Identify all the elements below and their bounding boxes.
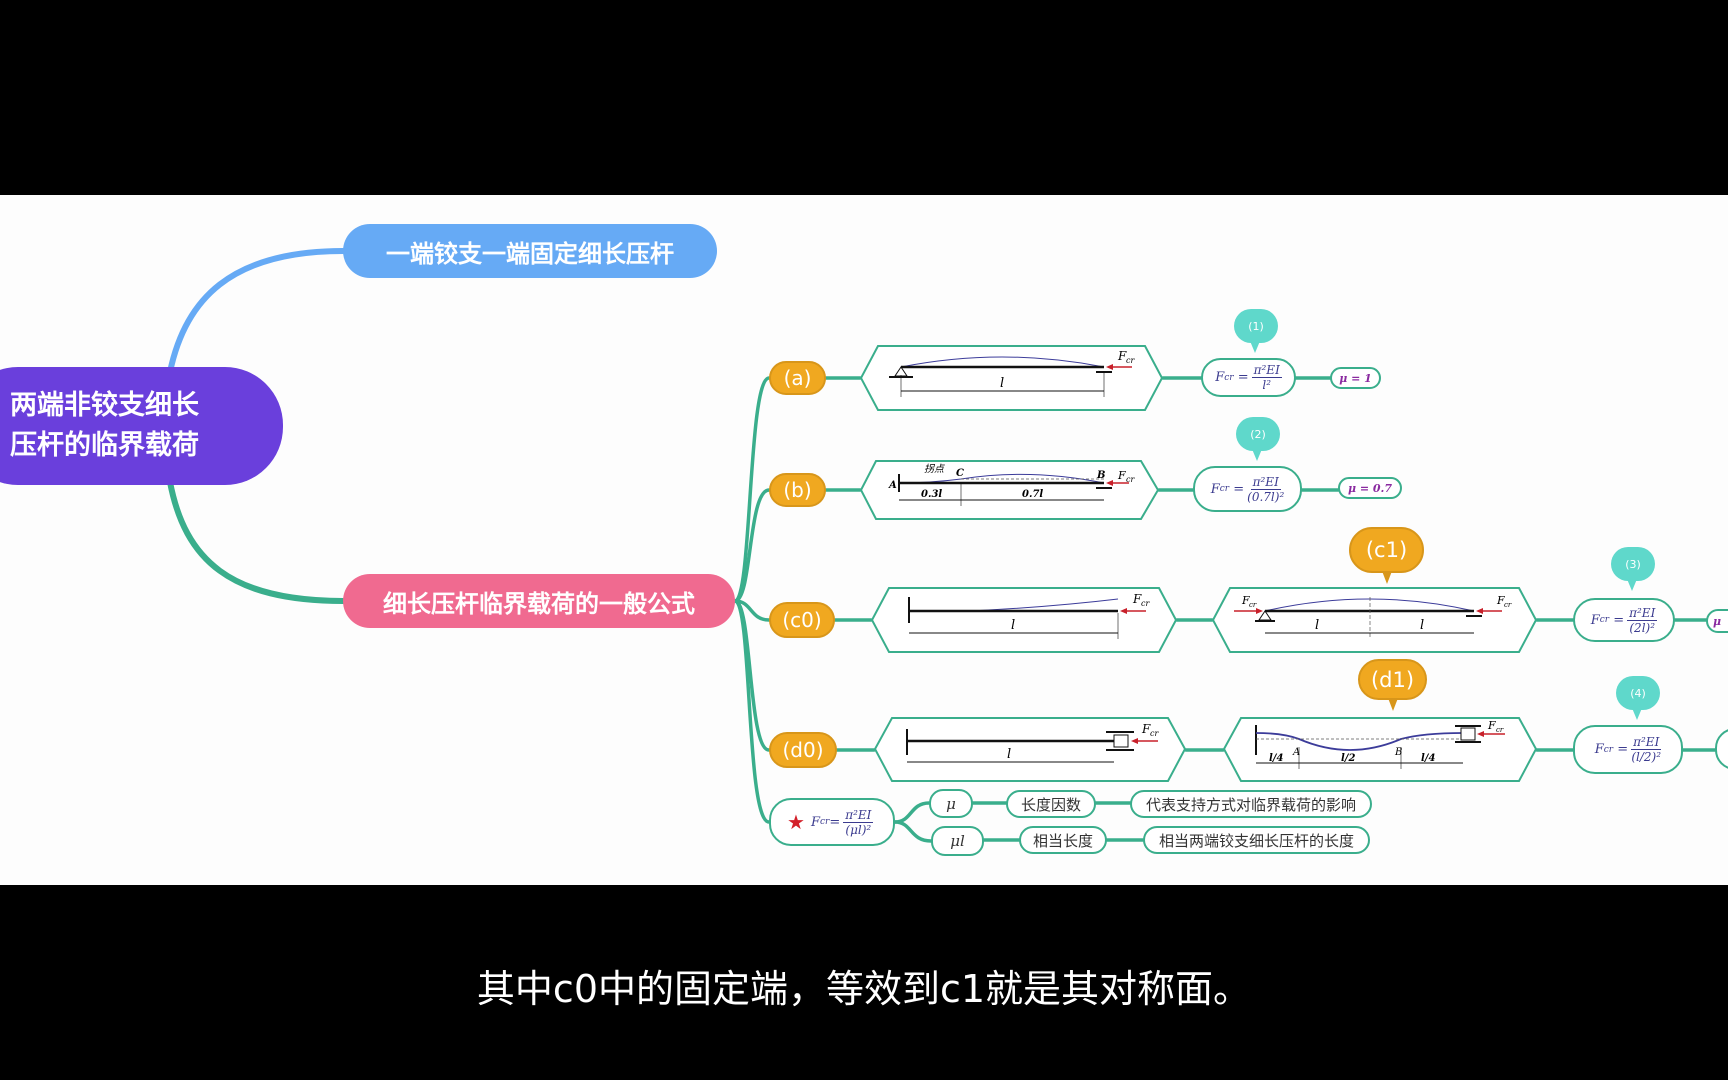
length-label: l — [1000, 376, 1004, 391]
diagram-a-pinned-pinned[interactable]: l F cr — [859, 345, 1164, 411]
root-topic[interactable]: 两端非铰支细长 压杆的临界载荷 — [0, 367, 283, 485]
length-label-left: l — [1315, 618, 1319, 633]
length-label-right: l — [1420, 618, 1424, 633]
force-sub: cr — [1126, 356, 1135, 365]
mu-b[interactable]: μ = 0.7 — [1338, 477, 1402, 499]
formula-lhs-sub: cr — [1224, 372, 1234, 383]
formula-eq: = — [1613, 612, 1625, 628]
video-subtitle: 其中c0中的固定端，等效到c1就是其对称面。 — [476, 967, 1252, 1011]
force-sub: cr — [1126, 475, 1135, 484]
bubble-4[interactable]: (4) — [1616, 676, 1660, 720]
root-line-2: 压杆的临界载荷 — [10, 430, 199, 461]
diagram-b-fixed-pinned[interactable]: A 拐点 C B 0.3l 0.7l F cr — [859, 460, 1160, 520]
dim-l4-left: l/4 — [1269, 753, 1283, 764]
diagram-d1-symmetric[interactable]: A B l/4 l/2 l/4 F cr — [1222, 717, 1538, 782]
label-c1[interactable]: (c1) — [1349, 527, 1424, 584]
formula-numerator: π²EI — [1251, 363, 1282, 378]
dim-03l: 0.3l — [921, 489, 942, 500]
formula-lhs-sub: cr — [1219, 484, 1230, 494]
formula-numerator: π²EI — [1631, 735, 1662, 750]
formula-lhs-sub: cr — [1599, 615, 1610, 625]
diagram-c1-symmetric[interactable]: l l F cr F cr — [1211, 587, 1538, 653]
bubble-1[interactable]: (1) — [1234, 309, 1278, 353]
force-sub: cr — [1496, 726, 1504, 734]
force-sub-right: cr — [1504, 601, 1512, 609]
formula-lhs-sub: cr — [1603, 744, 1614, 755]
label-a[interactable]: (a) — [769, 361, 826, 395]
force-label: F — [1117, 349, 1127, 363]
mu-desc-node[interactable]: 代表支持方式对临界载荷的影响 — [1130, 790, 1372, 818]
formula-denominator: (μl)² — [845, 822, 872, 837]
formula-lhs: F — [1590, 612, 1600, 628]
formula-denominator: (l/2)² — [1631, 750, 1662, 764]
topic-hinged-fixed[interactable]: 一端铰支一端固定细长压杆 — [343, 224, 717, 278]
formula-eq: = — [829, 814, 841, 830]
topic-general-formula[interactable]: 细长压杆临界载荷的一般公式 — [343, 574, 735, 628]
star-icon: ★ — [787, 810, 805, 834]
length-label: l — [1007, 747, 1011, 762]
mul-name-node[interactable]: 相当长度 — [1019, 826, 1107, 854]
mu-c-partial[interactable]: μ — [1706, 609, 1728, 633]
formula-denominator: (2l)² — [1629, 620, 1656, 635]
mu-a[interactable]: μ = 1 — [1330, 367, 1381, 389]
force-label: F — [1117, 469, 1126, 482]
label-d1[interactable]: (d1) — [1358, 659, 1427, 711]
formula-lhs-sub: cr — [819, 817, 830, 827]
label-c0[interactable]: (c0) — [769, 602, 835, 638]
force-label-left: F — [1241, 594, 1250, 607]
force-label: F — [1487, 719, 1496, 732]
mul-desc-node[interactable]: 相当两端铰支细长压杆的长度 — [1143, 826, 1370, 854]
bubble-2[interactable]: (2) — [1236, 417, 1280, 461]
formula-numerator: π²EI — [843, 807, 874, 823]
formula-eq: = — [1233, 481, 1245, 497]
dim-07l: 0.7l — [1022, 489, 1043, 500]
dim-l2: l/2 — [1341, 753, 1355, 764]
length-label: l — [1011, 618, 1015, 633]
diagram-d0-fixed-sliding[interactable]: l F cr — [873, 717, 1187, 782]
formula-eq: = — [1617, 742, 1629, 757]
point-b-label: B — [1096, 470, 1105, 481]
point-a-label: A — [1292, 747, 1300, 758]
formula-eq: = — [1237, 370, 1249, 385]
point-b-label: B — [1394, 747, 1402, 758]
formula-denominator: l² — [1262, 378, 1272, 392]
label-b[interactable]: (b) — [769, 473, 826, 507]
mu-symbol-node[interactable]: μ — [929, 789, 973, 818]
formula-lhs: F — [1594, 742, 1604, 757]
force-label-right: F — [1496, 594, 1505, 607]
point-c-label: C — [956, 468, 964, 479]
formula-lhs: F — [810, 814, 820, 830]
dim-l4-right: l/4 — [1421, 753, 1435, 764]
point-a-label: A — [888, 480, 897, 491]
label-d0[interactable]: (d0) — [769, 732, 837, 768]
force-sub: cr — [1141, 599, 1150, 608]
formula-denominator: (0.7l)² — [1247, 489, 1285, 504]
formula-numerator: π²EI — [1627, 605, 1658, 621]
formula-numerator: π²EI — [1250, 474, 1281, 490]
force-label: F — [1132, 592, 1142, 606]
bubble-3[interactable]: (3) — [1611, 547, 1655, 591]
mu-name-node[interactable]: 长度因数 — [1006, 790, 1096, 818]
force-label: F — [1141, 722, 1151, 736]
mul-symbol-node[interactable]: μl — [931, 826, 984, 856]
diagram-c0-fixed-free[interactable]: l F cr — [870, 587, 1178, 653]
root-line-1: 两端非铰支细长 — [10, 390, 199, 421]
force-sub: cr — [1150, 729, 1159, 738]
formula-lhs: F — [1210, 481, 1220, 497]
force-sub-left: cr — [1249, 601, 1257, 609]
formula-lhs: F — [1215, 370, 1225, 385]
inflection-label: 拐点 — [924, 463, 945, 475]
